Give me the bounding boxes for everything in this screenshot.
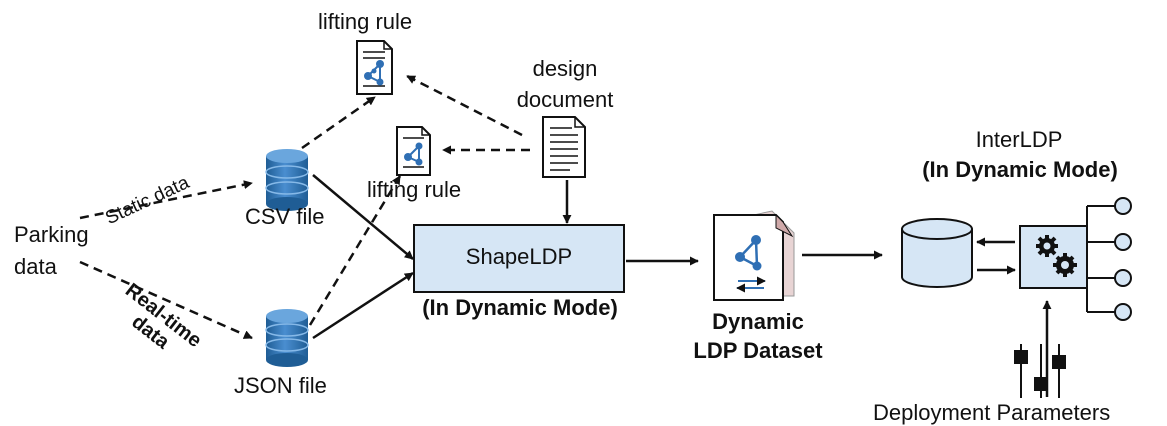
interldp-mode-label: (In Dynamic Mode) <box>922 157 1118 182</box>
output-nodes <box>1087 197 1132 321</box>
csv-database-icon <box>265 149 309 211</box>
interldp-label: InterLDP <box>975 127 1063 152</box>
document-icon <box>542 116 586 178</box>
design-document-label-line2: document <box>516 87 614 112</box>
json-database-icon <box>265 309 309 367</box>
interldp-database-icon <box>901 218 973 288</box>
edge-design-to-rule-top <box>406 74 523 137</box>
output-node <box>1114 269 1132 287</box>
rule-document-icon <box>396 126 431 176</box>
edges <box>79 74 1052 397</box>
design-document-label-line1: design <box>532 56 598 81</box>
shapeldp-label: ShapeLDP <box>465 244 573 269</box>
parking-data-label-line2: data <box>14 254 57 279</box>
json-file-label: JSON file <box>234 373 327 398</box>
shapeldp-box <box>413 224 625 293</box>
gears-icon <box>1036 235 1077 277</box>
lifting-rule-mid-label: lifting rule <box>367 177 462 202</box>
deployment-parameters-label: Deployment Parameters <box>873 400 1111 425</box>
sliders-icon <box>1014 344 1066 398</box>
parking-data-label-line1: Parking <box>14 222 89 247</box>
dynamic-dataset-label-line1: Dynamic <box>712 309 804 334</box>
output-node <box>1114 303 1132 321</box>
lifting-rule-top-label: lifting rule <box>318 9 413 34</box>
edge-realtime-data <box>79 260 253 340</box>
output-node <box>1114 233 1132 251</box>
rule-document-icon <box>356 40 393 95</box>
edge-json-to-shapeldp <box>312 271 414 340</box>
csv-file-label: CSV file <box>245 204 325 229</box>
dataset-icon <box>713 210 795 301</box>
output-node <box>1114 197 1132 215</box>
shapeldp-mode-label: (In Dynamic Mode) <box>422 295 618 320</box>
dynamic-dataset-label-line2: LDP Dataset <box>693 338 823 363</box>
edge-csv-to-rule-top <box>301 95 376 150</box>
interldp-engine-box <box>1019 206 1088 312</box>
edge-csv-to-shapeldp <box>312 174 414 260</box>
